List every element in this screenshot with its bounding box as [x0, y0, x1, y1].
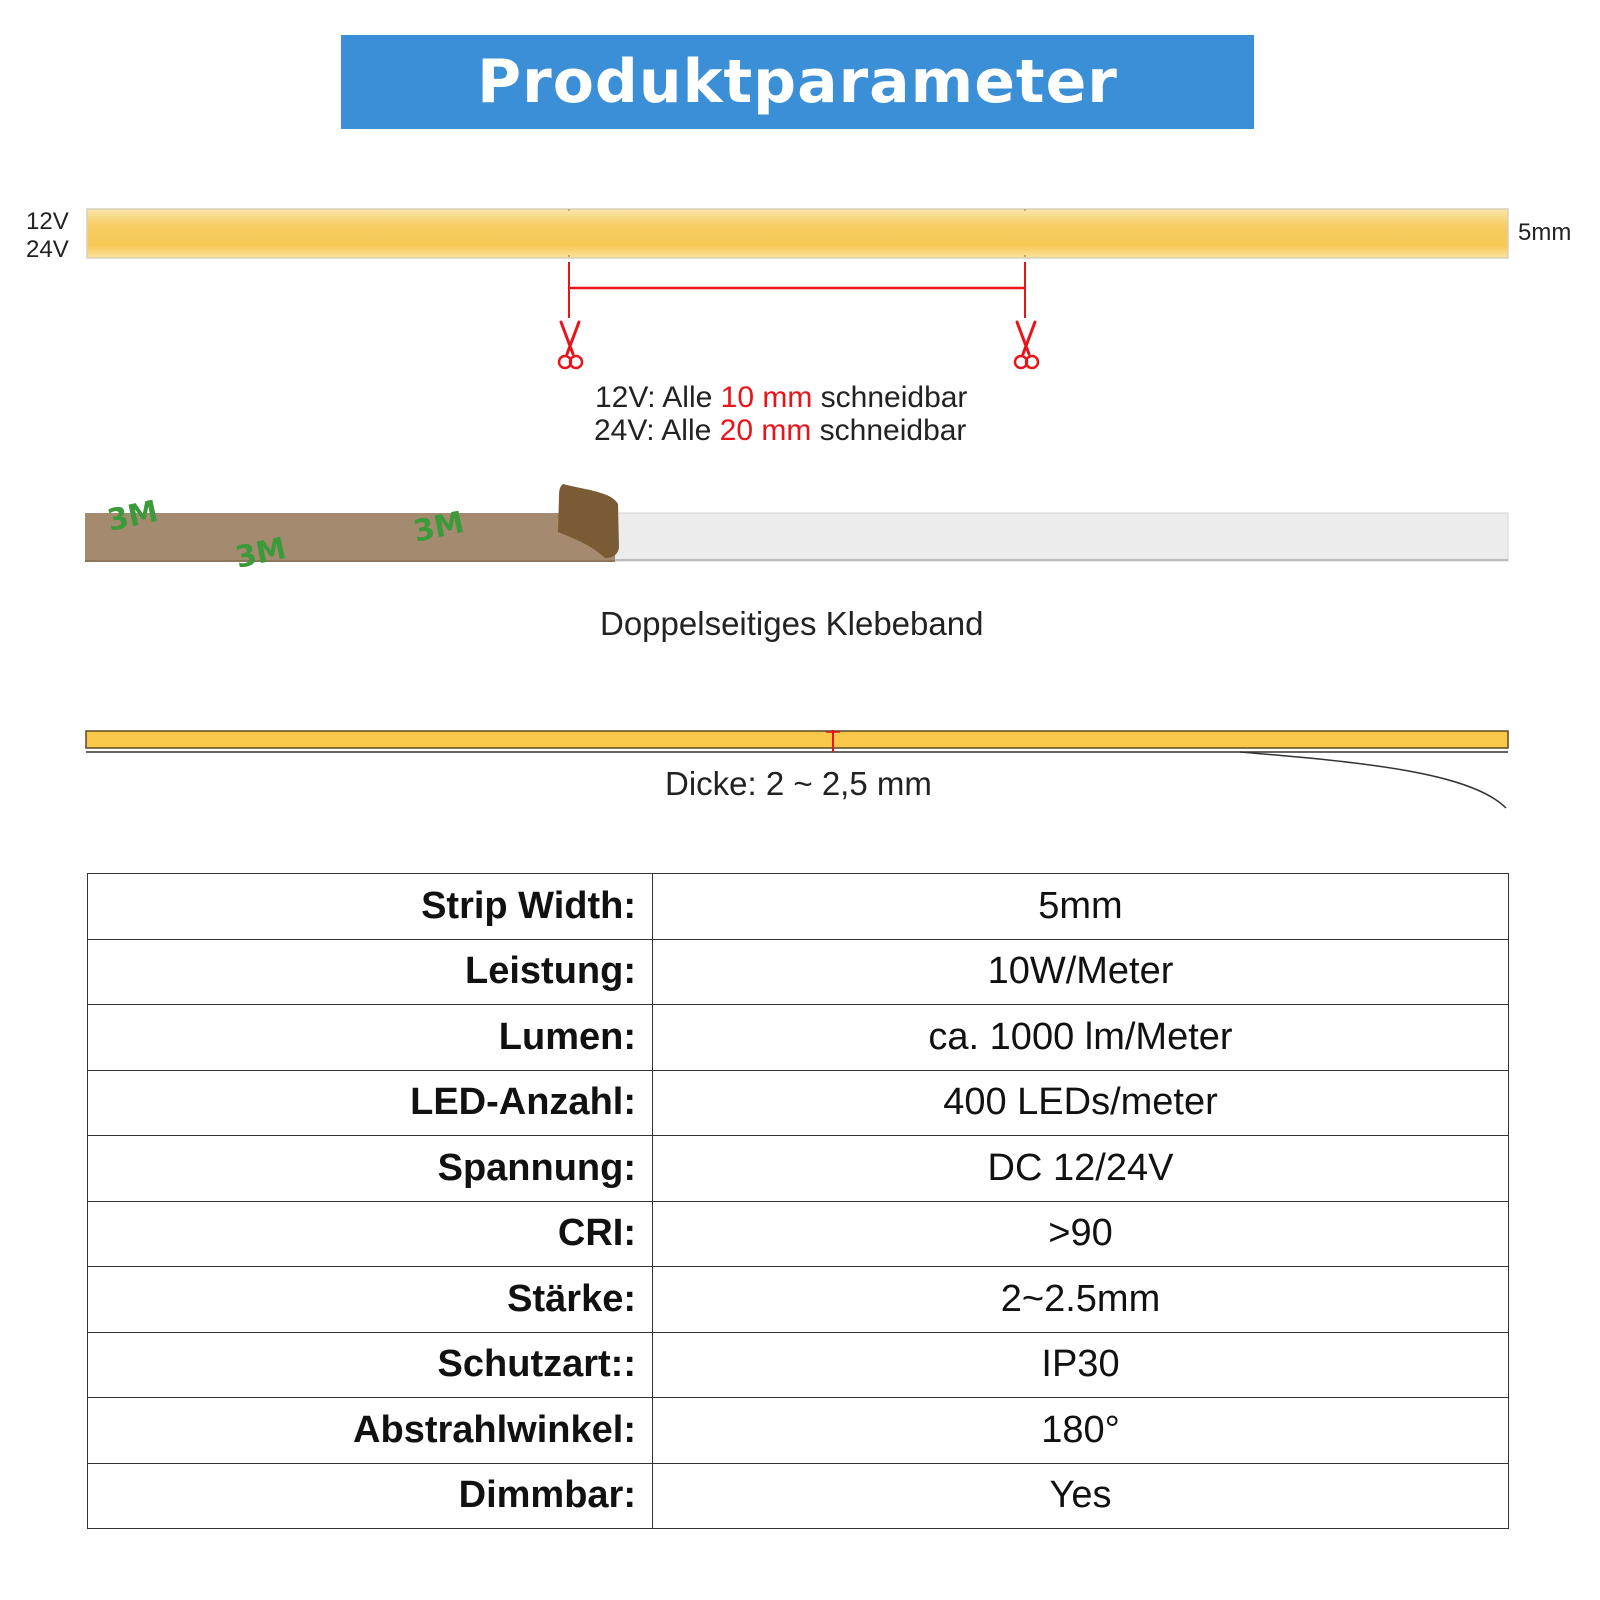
- spec-label: Stärke:: [87, 1266, 653, 1333]
- spec-value: 5mm: [652, 873, 1509, 940]
- cut-distance-24v: 20 mm: [719, 414, 812, 447]
- table-row: Leistung:10W/Meter: [87, 938, 1509, 1005]
- spec-label: Strip Width:: [87, 873, 653, 940]
- spec-value: 2~2.5mm: [652, 1266, 1509, 1333]
- table-row: Strip Width:5mm: [87, 873, 1509, 940]
- spec-label: LED-Anzahl:: [87, 1069, 653, 1136]
- adhesive-tape-caption: Doppelseitiges Klebeband: [600, 605, 984, 642]
- spec-value: 10W/Meter: [652, 938, 1509, 1005]
- spec-label: Leistung:: [87, 938, 653, 1005]
- table-row: Schutzart::IP30: [87, 1331, 1509, 1398]
- spec-value: 180°: [652, 1397, 1509, 1464]
- cut-info-12v: 12V: Alle 10 mm schneidbar: [595, 381, 968, 414]
- scissors-icon: [557, 320, 584, 370]
- table-row: Spannung:DC 12/24V: [87, 1135, 1509, 1202]
- spec-value: >90: [652, 1200, 1509, 1267]
- strip-underside: [599, 512, 1509, 562]
- strip-side-profile: [85, 730, 1509, 749]
- spec-value: Yes: [652, 1462, 1509, 1529]
- spec-value: IP30: [652, 1331, 1509, 1398]
- voltage-label-12v: 12V: [26, 208, 69, 235]
- spec-value: ca. 1000 lm/Meter: [652, 1004, 1509, 1071]
- strip-curve-end: [1239, 751, 1507, 809]
- spec-label: Abstrahlwinkel:: [87, 1397, 653, 1464]
- led-strip-body: [86, 208, 1509, 259]
- led-strip-top-view: [86, 208, 1509, 318]
- peeled-backing-flap: [558, 484, 619, 558]
- cut-distance-12v: 10 mm: [720, 381, 813, 414]
- table-row: Abstrahlwinkel:180°: [87, 1397, 1509, 1464]
- spec-label: Schutzart::: [87, 1331, 653, 1398]
- spec-label: Lumen:: [87, 1004, 653, 1071]
- adhesive-tape-view: 3M 3M 3M: [85, 484, 1509, 576]
- thickness-side-view: [85, 730, 1509, 809]
- thickness-caption: Dicke: 2 ~ 2,5 mm: [665, 765, 932, 802]
- adhesive-layer: [85, 513, 615, 561]
- spec-value: DC 12/24V: [652, 1135, 1509, 1202]
- spec-label: Dimmbar:: [87, 1462, 653, 1529]
- voltage-label-24v: 24V: [26, 236, 69, 263]
- strip-width-label: 5mm: [1518, 219, 1572, 246]
- table-row: CRI:>90: [87, 1200, 1509, 1267]
- table-row: Dimmbar:Yes: [87, 1462, 1509, 1529]
- page-title: Produktparameter: [477, 47, 1118, 117]
- cut-info-24v: 24V: Alle 20 mm schneidbar: [594, 414, 967, 447]
- table-row: LED-Anzahl:400 LEDs/meter: [87, 1069, 1509, 1136]
- title-banner: Produktparameter: [341, 35, 1254, 129]
- table-row: Stärke:2~2.5mm: [87, 1266, 1509, 1333]
- spec-label: Spannung:: [87, 1135, 653, 1202]
- table-row: Lumen:ca. 1000 lm/Meter: [87, 1004, 1509, 1071]
- spec-value: 400 LEDs/meter: [652, 1069, 1509, 1136]
- spec-label: CRI:: [87, 1200, 653, 1267]
- scissors-icon: [1013, 320, 1040, 370]
